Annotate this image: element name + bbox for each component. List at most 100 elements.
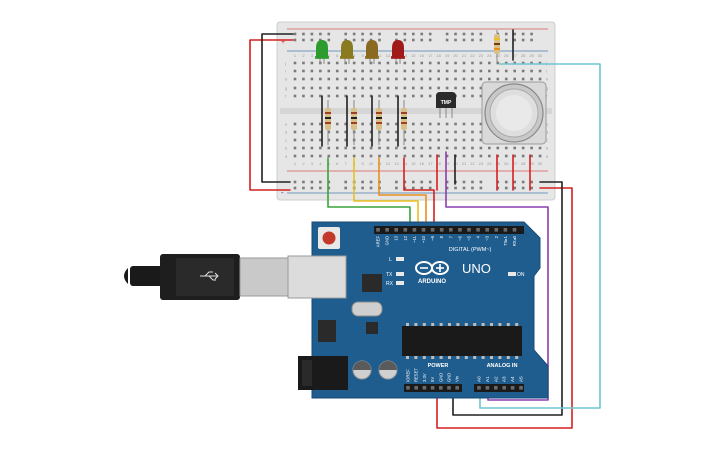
breadboard-hole[interactable] <box>530 61 533 65</box>
breadboard-hole[interactable] <box>496 69 500 73</box>
breadboard-hole[interactable] <box>395 122 398 126</box>
breadboard-hole[interactable] <box>369 154 373 158</box>
rail-hole[interactable] <box>310 32 314 36</box>
breadboard-hole[interactable] <box>395 154 398 158</box>
breadboard-hole[interactable] <box>369 61 373 65</box>
breadboard-hole[interactable] <box>310 146 314 150</box>
breadboard-hole[interactable] <box>445 146 449 150</box>
breadboard-hole[interactable] <box>471 122 474 126</box>
rail-hole[interactable] <box>462 38 466 42</box>
breadboard-hole[interactable] <box>310 77 314 81</box>
rail-hole[interactable] <box>352 38 356 42</box>
breadboard-hole[interactable] <box>369 146 373 150</box>
breadboard-hole[interactable] <box>319 138 322 142</box>
breadboard-hole[interactable] <box>504 61 508 65</box>
rail-hole[interactable] <box>369 180 373 184</box>
breadboard-hole[interactable] <box>310 61 314 65</box>
breadboard-hole[interactable] <box>521 146 525 150</box>
breadboard-hole[interactable] <box>293 146 297 150</box>
breadboard-hole[interactable] <box>386 77 390 81</box>
rail-hole[interactable] <box>293 38 297 42</box>
breadboard-hole[interactable] <box>496 146 500 150</box>
breadboard-hole[interactable] <box>420 130 424 134</box>
rail-hole[interactable] <box>319 180 322 184</box>
rail-hole[interactable] <box>327 32 331 36</box>
breadboard-hole[interactable] <box>319 77 322 81</box>
breadboard-hole[interactable] <box>386 146 390 150</box>
breadboard-hole[interactable] <box>293 138 297 142</box>
breadboard-hole[interactable] <box>319 130 322 134</box>
rail-hole[interactable] <box>479 38 483 42</box>
temperature-sensor[interactable]: TMP <box>436 92 456 118</box>
rail-hole[interactable] <box>378 32 381 36</box>
analog-pin-hole[interactable] <box>494 386 498 390</box>
breadboard-hole[interactable] <box>445 138 449 142</box>
breadboard-hole[interactable] <box>479 122 483 126</box>
breadboard-hole[interactable] <box>488 69 491 73</box>
breadboard-hole[interactable] <box>369 122 373 126</box>
breadboard-hole[interactable] <box>420 154 424 158</box>
wire-cyan[interactable] <box>479 63 601 409</box>
rail-hole[interactable] <box>310 38 314 42</box>
rail-hole[interactable] <box>344 180 347 184</box>
breadboard-hole[interactable] <box>437 130 440 134</box>
breadboard-hole[interactable] <box>420 77 424 81</box>
digital-pin-hole[interactable] <box>476 228 480 232</box>
breadboard-hole[interactable] <box>344 138 347 142</box>
digital-pin-hole[interactable] <box>421 228 426 232</box>
breadboard-hole[interactable] <box>361 86 364 90</box>
breadboard-hole[interactable] <box>462 138 466 142</box>
breadboard-hole[interactable] <box>293 69 297 73</box>
breadboard-hole[interactable] <box>471 61 474 65</box>
breadboard-hole[interactable] <box>386 69 390 73</box>
analog-pin-hole[interactable] <box>519 386 523 390</box>
breadboard-hole[interactable] <box>352 77 356 81</box>
breadboard-hole[interactable] <box>479 138 483 142</box>
breadboard-hole[interactable] <box>530 69 533 73</box>
breadboard-hole[interactable] <box>412 69 415 73</box>
breadboard-hole[interactable] <box>310 138 314 142</box>
breadboard-hole[interactable] <box>335 138 339 142</box>
rail-hole[interactable] <box>361 186 364 190</box>
rail-hole[interactable] <box>513 186 516 190</box>
rail-hole[interactable] <box>530 38 533 42</box>
breadboard-hole[interactable] <box>361 61 364 65</box>
breadboard-hole[interactable] <box>538 77 542 81</box>
breadboard-hole[interactable] <box>352 94 356 98</box>
breadboard-hole[interactable] <box>521 77 525 81</box>
rail-hole[interactable] <box>462 32 466 36</box>
breadboard-hole[interactable] <box>378 69 381 73</box>
power-pin-hole[interactable] <box>439 386 443 390</box>
rail-hole[interactable] <box>479 32 483 36</box>
breadboard-hole[interactable] <box>428 61 432 65</box>
breadboard-hole[interactable] <box>513 61 516 65</box>
rail-hole[interactable] <box>454 32 457 36</box>
breadboard-hole[interactable] <box>454 69 457 73</box>
breadboard-hole[interactable] <box>538 61 542 65</box>
breadboard-hole[interactable] <box>428 138 432 142</box>
breadboard-hole[interactable] <box>462 154 466 158</box>
rail-hole[interactable] <box>471 186 474 190</box>
breadboard-hole[interactable] <box>310 122 314 126</box>
rail-hole[interactable] <box>428 186 432 190</box>
breadboard-hole[interactable] <box>378 77 381 81</box>
rail-hole[interactable] <box>302 32 305 36</box>
breadboard-hole[interactable] <box>344 86 347 90</box>
digital-pin-hole[interactable] <box>412 228 417 232</box>
breadboard-hole[interactable] <box>428 69 432 73</box>
breadboard-hole[interactable] <box>378 61 381 65</box>
digital-pin-hole[interactable] <box>494 228 499 232</box>
breadboard-hole[interactable] <box>403 86 407 90</box>
breadboard-hole[interactable] <box>344 146 347 150</box>
breadboard-hole[interactable] <box>479 146 483 150</box>
breadboard-hole[interactable] <box>412 61 415 65</box>
breadboard-hole[interactable] <box>454 130 457 134</box>
breadboard-hole[interactable] <box>462 122 466 126</box>
breadboard-hole[interactable] <box>352 154 356 158</box>
breadboard-hole[interactable] <box>293 77 297 81</box>
breadboard-hole[interactable] <box>462 69 466 73</box>
breadboard-hole[interactable] <box>335 94 339 98</box>
breadboard-hole[interactable] <box>462 86 466 90</box>
breadboard-hole[interactable] <box>361 146 364 150</box>
